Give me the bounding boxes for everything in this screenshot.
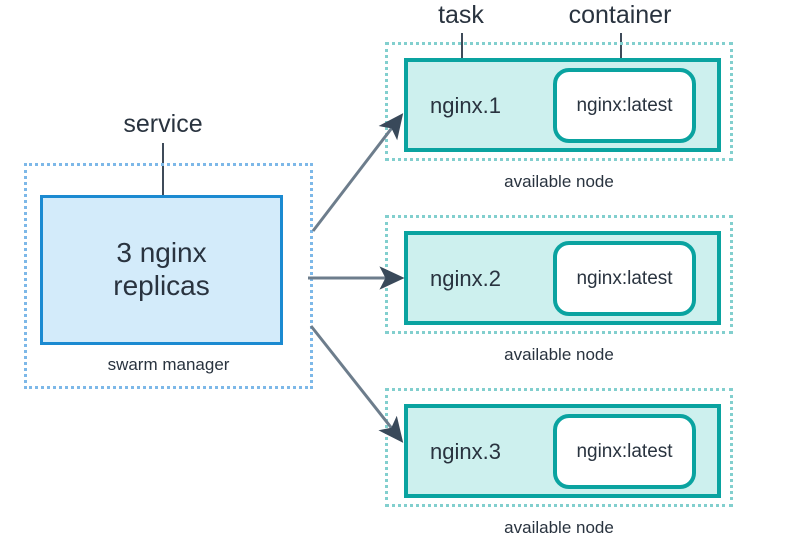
annotation-label-container: container	[568, 1, 672, 29]
task-label-3: nginx.3	[430, 439, 501, 464]
service-box[interactable]: 3 nginx replicas	[40, 195, 283, 345]
container-box-2[interactable]: nginx:latest	[553, 241, 696, 316]
task-label-1: nginx.1	[430, 93, 501, 118]
container-box-3[interactable]: nginx:latest	[553, 414, 696, 489]
leader-line-service	[162, 143, 164, 231]
container-image-label-3: nginx:latest	[576, 440, 673, 462]
swarm-manager-node	[24, 163, 313, 389]
container-box-1[interactable]: nginx:latest	[553, 68, 696, 143]
service-replicas-line2: replicas	[113, 270, 210, 302]
container-image-label-1: nginx:latest	[576, 94, 673, 116]
available-node-3	[385, 388, 733, 507]
available-node-caption-3: available node	[504, 518, 614, 537]
annotation-label-task: task	[438, 1, 484, 29]
container-image-label-2: nginx:latest	[576, 267, 673, 289]
service-replicas-line1: 3 nginx	[116, 237, 207, 268]
available-node-caption-1: available node	[504, 172, 614, 191]
available-node-1	[385, 42, 733, 161]
service-box-text: 3 nginx replicas	[43, 236, 280, 302]
swarm-manager-caption: swarm manager	[107, 355, 230, 374]
task-label-2: nginx.2	[430, 266, 501, 291]
available-node-caption-2: available node	[504, 345, 614, 364]
annotation-label-service: service	[123, 110, 203, 138]
